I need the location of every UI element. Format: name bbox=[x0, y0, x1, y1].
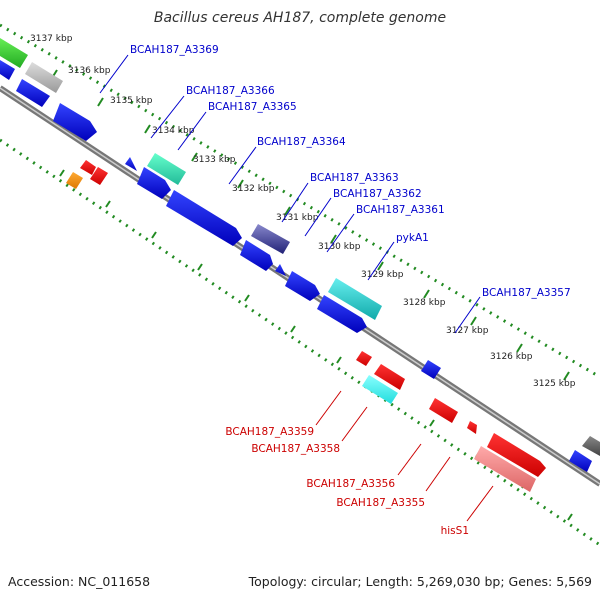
gene-arrow-blue bbox=[16, 79, 50, 107]
gene-label-forward: BCAH187_A3357 bbox=[482, 287, 571, 299]
gene-arrow-red bbox=[90, 167, 108, 185]
gene-label-reverse: hisS1 bbox=[441, 525, 469, 537]
gene-arrow-blue bbox=[285, 271, 320, 301]
gene-label-forward: BCAH187_A3361 bbox=[356, 204, 445, 216]
gene-arrow-cyan2 bbox=[362, 375, 398, 404]
gene-arrow-blue bbox=[275, 264, 286, 276]
gene-arrow-orange bbox=[66, 172, 83, 189]
gene-arrow-red bbox=[487, 433, 546, 477]
forward-genes-inner bbox=[0, 60, 592, 472]
kbp-label: 3135 kbp bbox=[110, 96, 153, 106]
gene-arrow-green bbox=[0, 38, 28, 68]
gene-arrow-blue bbox=[317, 295, 367, 333]
gene-label-reverse: BCAH187_A3355 bbox=[336, 497, 425, 509]
inner-tick-track bbox=[0, 138, 600, 547]
outer-tick-track bbox=[0, 23, 600, 379]
kbp-label: 3132 kbp bbox=[232, 184, 275, 194]
gene-label-reverse: BCAH187_A3359 bbox=[225, 426, 314, 438]
gene-label-forward: BCAH187_A3362 bbox=[333, 188, 422, 200]
gene-label-reverse: BCAH187_A3358 bbox=[251, 443, 340, 455]
gene-label-forward: BCAH187_A3366 bbox=[186, 85, 275, 97]
reverse-gene-labels: BCAH187_A3359 BCAH187_A3358 BCAH187_A335… bbox=[225, 426, 469, 537]
reverse-label-leaders bbox=[315, 390, 494, 522]
kbp-label: 3129 kbp bbox=[361, 270, 404, 280]
gene-arrow-blue bbox=[0, 60, 15, 80]
gene-arrow-red bbox=[467, 421, 477, 434]
gene-arrow-pink bbox=[474, 446, 536, 492]
gene-label-forward: BCAH187_A3369 bbox=[130, 44, 219, 56]
gene-arrow-red bbox=[429, 398, 458, 423]
gene-label-forward: pykA1 bbox=[396, 232, 429, 244]
gene-label-forward: BCAH187_A3365 bbox=[208, 101, 297, 113]
kbp-label: 3134 kbp bbox=[152, 126, 195, 136]
topology-text: Topology: circular; Length: 5,269,030 bp… bbox=[248, 574, 592, 589]
gene-arrow-blue bbox=[53, 103, 97, 141]
kbp-label: 3137 kbp bbox=[30, 34, 73, 44]
gene-arrow-red bbox=[374, 364, 405, 390]
gene-arrow-blue bbox=[421, 360, 441, 379]
kbp-label: 3130 kbp bbox=[318, 242, 361, 252]
outer-major-ticks bbox=[51, 69, 570, 381]
gene-arrow-navy bbox=[251, 224, 290, 254]
kbp-label: 3126 kbp bbox=[490, 352, 533, 362]
gene-arrow-grey bbox=[25, 62, 63, 93]
kbp-labels: 3137 kbp 3136 kbp 3135 kbp 3134 kbp 3133… bbox=[30, 34, 576, 389]
forward-genes-outer bbox=[0, 38, 600, 456]
kbp-label: 3131 kbp bbox=[276, 213, 319, 223]
gene-arrow-darkgrey bbox=[582, 436, 600, 456]
kbp-label: 3125 kbp bbox=[533, 379, 576, 389]
gene-arrow-blue bbox=[240, 240, 273, 271]
gene-arrow-red bbox=[356, 351, 372, 366]
gene-arrow-blue bbox=[166, 190, 242, 246]
forward-gene-labels: BCAH187_A3369 BCAH187_A3366 BCAH187_A336… bbox=[130, 44, 571, 299]
kbp-label: 3136 kbp bbox=[68, 66, 111, 76]
map-title: Bacillus cereus AH187, complete genome bbox=[154, 10, 446, 26]
gene-label-forward: BCAH187_A3364 bbox=[257, 136, 346, 148]
gene-arrow-teal bbox=[147, 153, 186, 185]
gene-label-forward: BCAH187_A3363 bbox=[310, 172, 399, 184]
forward-label-leaders bbox=[99, 54, 481, 334]
gene-arrow-red bbox=[80, 160, 96, 175]
kbp-label: 3128 kbp bbox=[403, 298, 446, 308]
gene-arrow-blue bbox=[569, 450, 592, 472]
accession-text: Accession: NC_011658 bbox=[8, 574, 150, 589]
gene-arrow-blue bbox=[125, 157, 137, 171]
gene-arrow-blue bbox=[137, 167, 171, 199]
gene-label-reverse: BCAH187_A3356 bbox=[306, 478, 395, 490]
gene-arrow-cyan bbox=[328, 278, 382, 320]
reverse-genes bbox=[66, 160, 546, 492]
kbp-label: 3133 kbp bbox=[193, 155, 236, 165]
kbp-label: 3127 kbp bbox=[446, 326, 489, 336]
